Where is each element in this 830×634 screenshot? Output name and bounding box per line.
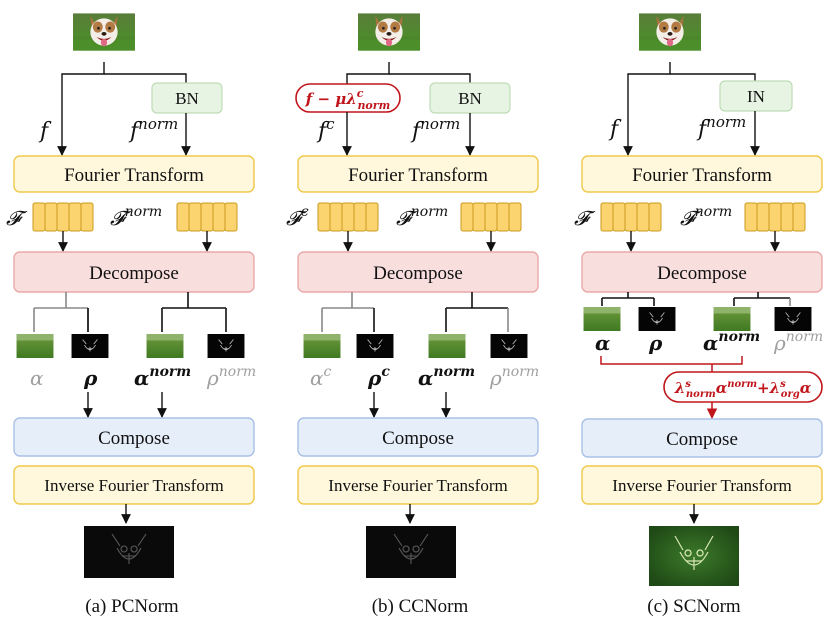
rho-label: ρ [648, 331, 663, 355]
combination-pill [663, 371, 823, 403]
decompose-label: Decompose [373, 263, 463, 284]
spectrum-F-norm: 𝓕norm [680, 204, 732, 230]
inverse-fourier-label: Inverse Fourier Transform [44, 476, 223, 495]
alpha-c-label: αc [310, 364, 332, 390]
norm-label: BN [175, 89, 199, 108]
norm-box [719, 80, 793, 112]
decompose-box [297, 251, 539, 293]
amplitude-norm-thumb [146, 334, 184, 358]
spectrum-F-norm: 𝓕norm [396, 204, 448, 230]
caption: (b) CCNorm [372, 596, 469, 617]
phase-norm-thumb [207, 334, 245, 358]
alpha-norm-label: αnorm [703, 329, 760, 355]
rho-c-label: ρc [367, 364, 390, 390]
inverse-fourier-box [13, 465, 255, 505]
spectrum-stack-left [32, 202, 94, 232]
input-dog-photo [358, 13, 420, 51]
spectrum-F: 𝓕 [574, 206, 596, 230]
alpha-label: α [595, 331, 610, 355]
rho-norm-label: ρnorm [489, 364, 539, 390]
inverse-fourier-label: Inverse Fourier Transform [328, 476, 507, 495]
alpha-label: α [30, 366, 44, 390]
norm-box [151, 82, 223, 114]
compose-box [297, 417, 539, 457]
feature-f-norm: fnorm [128, 115, 178, 144]
phase-norm-thumb [490, 334, 528, 358]
input-dog-photo [73, 13, 135, 51]
alpha-norm-label: αnorm [418, 364, 475, 390]
amplitude-thumb [583, 307, 621, 331]
feature-f-norm: fnorm [696, 113, 746, 142]
spectrum-F-c: 𝓕c [286, 204, 309, 230]
decompose-box [581, 251, 823, 293]
rho-norm-label: ρnorm [206, 364, 256, 390]
phase-thumb [356, 334, 394, 358]
spectrum-F: 𝓕 [6, 206, 28, 230]
norm-label: IN [747, 87, 765, 106]
rho-label: ρ [83, 366, 98, 390]
norm-label: BN [458, 89, 482, 108]
input-dog-photo [639, 13, 701, 51]
amplitude-thumb [16, 334, 54, 358]
fourier-transform-box [297, 155, 539, 193]
output-image [366, 526, 456, 578]
compose-box [13, 417, 255, 457]
caption: (a) PCNorm [85, 596, 179, 617]
spectrum-stack-right [176, 202, 238, 232]
compose-label: Compose [382, 428, 454, 449]
output-image [648, 526, 740, 586]
fourier-transform-box [581, 155, 823, 193]
decompose-box [13, 251, 255, 293]
amplitude-norm-thumb [713, 307, 751, 331]
phase-thumb [71, 334, 109, 358]
correction-pill [295, 83, 401, 113]
fourier-transform-label: Fourier Transform [64, 165, 204, 186]
caption: (c) SCNorm [647, 596, 741, 617]
spectrum-stack-left [317, 202, 379, 232]
feature-f-c: fc [316, 115, 335, 144]
compose-label: Compose [666, 429, 738, 450]
amplitude-thumb [303, 334, 341, 358]
fourier-transform-label: Fourier Transform [348, 165, 488, 186]
spectrum-stack-right [744, 202, 806, 232]
inverse-fourier-box [297, 465, 539, 505]
fourier-transform-label: Fourier Transform [632, 165, 772, 186]
inverse-fourier-label: Inverse Fourier Transform [612, 476, 791, 495]
fourier-transform-box [13, 155, 255, 193]
phase-thumb [638, 307, 676, 331]
feature-f: f [38, 119, 52, 144]
spectrum-stack-left [600, 202, 662, 232]
decompose-label: Decompose [657, 263, 747, 284]
decompose-label: Decompose [89, 263, 179, 284]
feature-f-norm: fnorm [410, 115, 460, 144]
rho-norm-label: ρnorm [773, 329, 823, 355]
alpha-norm-label: αnorm [134, 364, 191, 390]
spectrum-stack-right [460, 202, 522, 232]
panel-pcnorm: BN f fnorm Fourier Transform 𝓕 𝓕norm Dec… [6, 13, 256, 617]
phase-norm-thumb [774, 307, 812, 331]
panel-scnorm: IN f fnorm Fourier Transform 𝓕 𝓕norm Dec… [574, 13, 823, 617]
amplitude-norm-thumb [428, 334, 466, 358]
compose-box [581, 418, 823, 458]
feature-f: f [608, 117, 622, 142]
compose-label: Compose [98, 428, 170, 449]
inverse-fourier-box [581, 465, 823, 505]
spectrum-F-norm: 𝓕norm [110, 204, 162, 230]
output-image [84, 526, 174, 578]
